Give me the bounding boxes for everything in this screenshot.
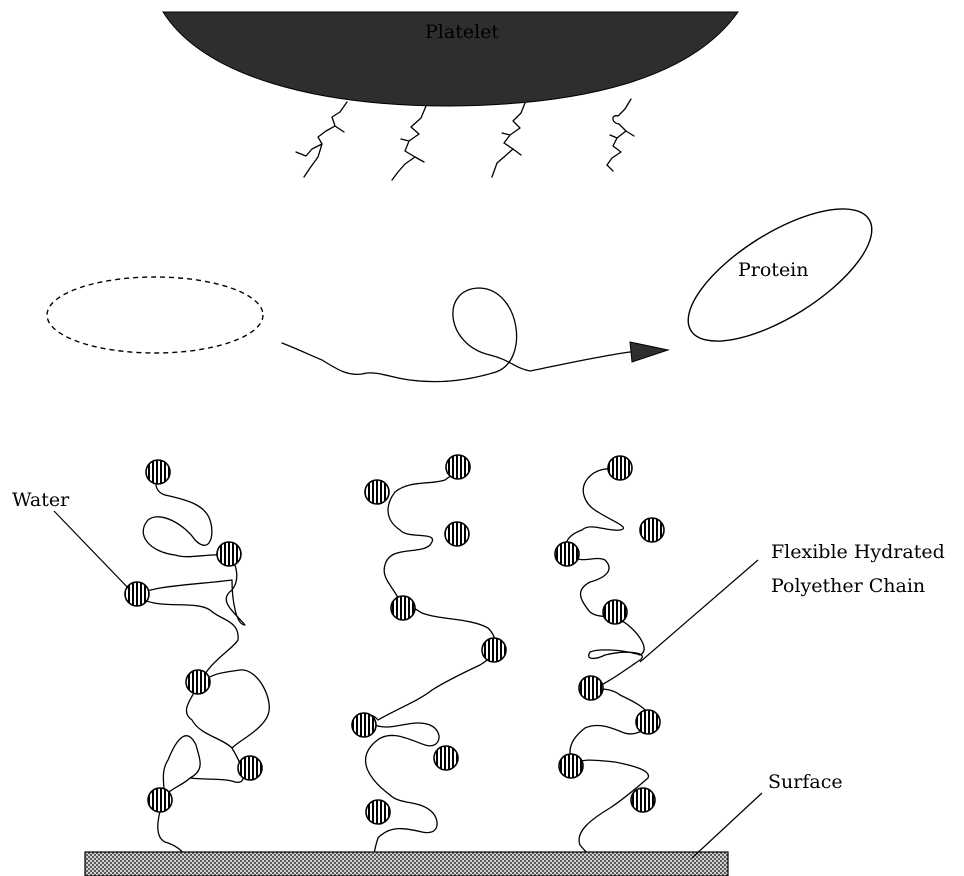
protein-label: Protein	[738, 259, 809, 281]
surface-label: Surface	[768, 771, 843, 793]
water-leader-line	[54, 511, 130, 590]
water-molecule	[352, 713, 376, 737]
platelet-receptors	[296, 99, 634, 180]
surface-bar	[85, 852, 728, 876]
chain-leader-line	[640, 560, 758, 662]
water-molecule	[631, 788, 655, 812]
platelet-label: Platelet	[425, 21, 499, 43]
receptor	[607, 99, 634, 171]
water-label: Water	[12, 489, 70, 511]
surface-leader-line	[692, 793, 762, 858]
water-molecule	[366, 800, 390, 824]
water-molecule	[555, 542, 579, 566]
water-molecule	[125, 582, 149, 606]
water-molecule	[391, 596, 415, 620]
water-molecule	[148, 788, 172, 812]
water-molecules	[125, 455, 664, 824]
water-molecule	[482, 638, 506, 662]
water-molecule	[446, 455, 470, 479]
water-molecule	[445, 522, 469, 546]
arrowhead	[630, 342, 668, 362]
water-molecule	[434, 746, 458, 770]
receptor	[296, 102, 347, 177]
receptor	[492, 103, 525, 177]
water-molecule	[640, 518, 664, 542]
protein-trajectory: Protein	[47, 184, 891, 382]
chain-label-line2: Polyether Chain	[771, 575, 925, 597]
protein-initial-outline	[47, 277, 263, 353]
protein-path-line	[282, 288, 630, 382]
water-molecule	[217, 542, 241, 566]
water-molecule	[365, 480, 389, 504]
water-molecule	[608, 456, 632, 480]
water-molecule	[559, 754, 583, 778]
chain-label-line1: Flexible Hydrated	[771, 541, 945, 563]
receptor	[392, 106, 426, 180]
water-molecule	[636, 710, 660, 734]
water-molecule	[186, 670, 210, 694]
polyether-chain	[566, 468, 650, 876]
water-molecule	[603, 600, 627, 624]
water-molecule	[579, 676, 603, 700]
water-molecule	[146, 460, 170, 484]
water-molecule	[238, 756, 262, 780]
